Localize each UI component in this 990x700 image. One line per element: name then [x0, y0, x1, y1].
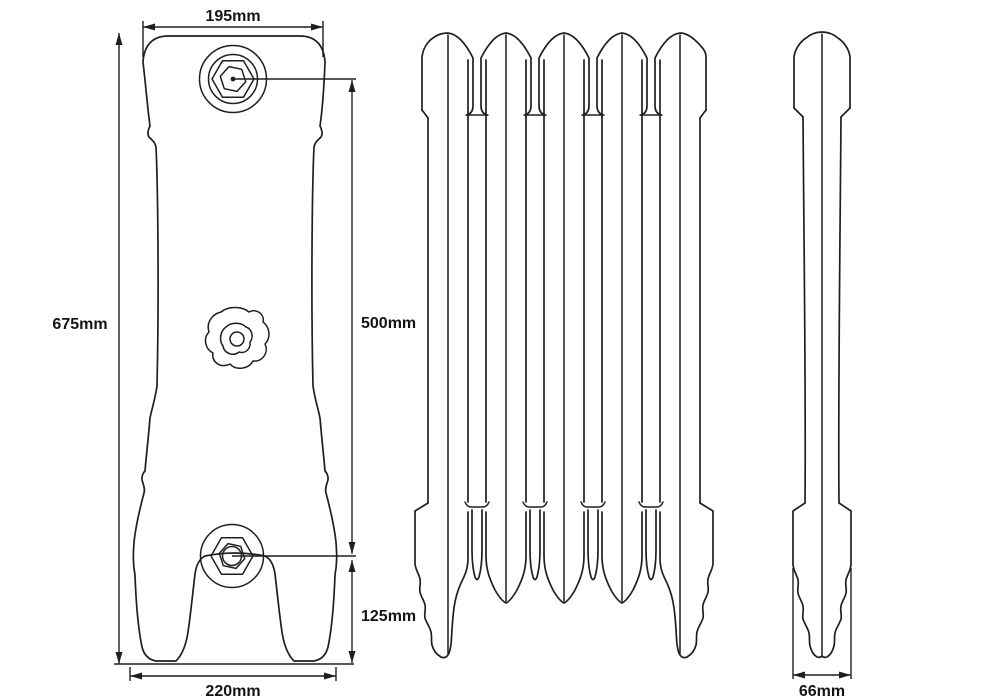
section-view: [792, 31, 852, 659]
arrowhead-up: [348, 560, 356, 572]
section-view-shoulder-steps: [793, 107, 851, 118]
dim-label-pipe-centres: 500mm: [361, 315, 416, 332]
front-view-shoulder-steps: [421, 109, 707, 119]
dim-label-base-depth: 220mm: [205, 683, 260, 700]
front-view-gap-tails: [471, 509, 657, 581]
top-bushing-inner-hex: [219, 65, 247, 93]
section-view-top-dome: [793, 31, 851, 109]
top-bushing-hex-nut: [211, 60, 255, 98]
dimension-top-depth: 195mm: [142, 8, 324, 57]
arrowhead-right: [311, 23, 323, 31]
dim-label-bottom-pipe-height: 125mm: [361, 608, 416, 625]
rosette-inner-petals: [219, 322, 253, 355]
dimension-line-220: [129, 667, 337, 681]
arrowhead-right: [324, 672, 336, 680]
side-view-body-outline: [132, 35, 338, 662]
arrowhead-down: [115, 652, 123, 664]
dim-label-top-depth: 195mm: [205, 8, 260, 25]
dimensions: 195mm 675mm 500mm 125mm: [52, 8, 852, 700]
bottom-bushing-inner-hex: [218, 542, 246, 570]
front-view-top-silhouette: [421, 32, 707, 116]
rosette-outer-petals: [204, 306, 270, 369]
dimension-line-500: [232, 78, 356, 557]
arrowhead-up: [348, 80, 356, 92]
front-view-right-leg: [659, 502, 714, 659]
front-view-bottom-hub-lines: [464, 501, 664, 508]
arrowhead-left: [143, 23, 155, 31]
dimension-pipe-centres: 500mm: [232, 78, 416, 557]
rosette-centre-hole: [229, 331, 245, 347]
arrowhead-up: [115, 33, 123, 45]
front-view-column-edges: [426, 59, 702, 504]
section-view-foot: [792, 502, 852, 659]
dimension-base-depth: 220mm: [129, 667, 337, 700]
section-view-shaft-edges: [802, 116, 842, 504]
dimension-bottom-pipe-height: 125mm: [348, 560, 416, 663]
dimension-line-195: [142, 21, 324, 57]
arrowhead-down: [348, 542, 356, 554]
dim-label-overall-height: 675mm: [52, 316, 107, 333]
air-vent-rosette: [204, 306, 270, 369]
dimension-section-width: 66mm: [792, 568, 852, 700]
side-view: [132, 35, 338, 662]
arrowhead-left: [130, 672, 142, 680]
arrowhead-left: [793, 671, 805, 679]
front-view: [414, 32, 714, 659]
arrowhead-down: [348, 651, 356, 663]
dimension-overall-height: 675mm: [52, 33, 123, 664]
front-view-centre-lines: [447, 34, 681, 655]
dim-label-section-width: 66mm: [799, 683, 845, 700]
bottom-bushing-hex-nut: [210, 537, 254, 575]
arrowhead-right: [839, 671, 851, 679]
front-view-left-leg: [414, 502, 469, 659]
front-view-section-tails: [485, 511, 643, 604]
